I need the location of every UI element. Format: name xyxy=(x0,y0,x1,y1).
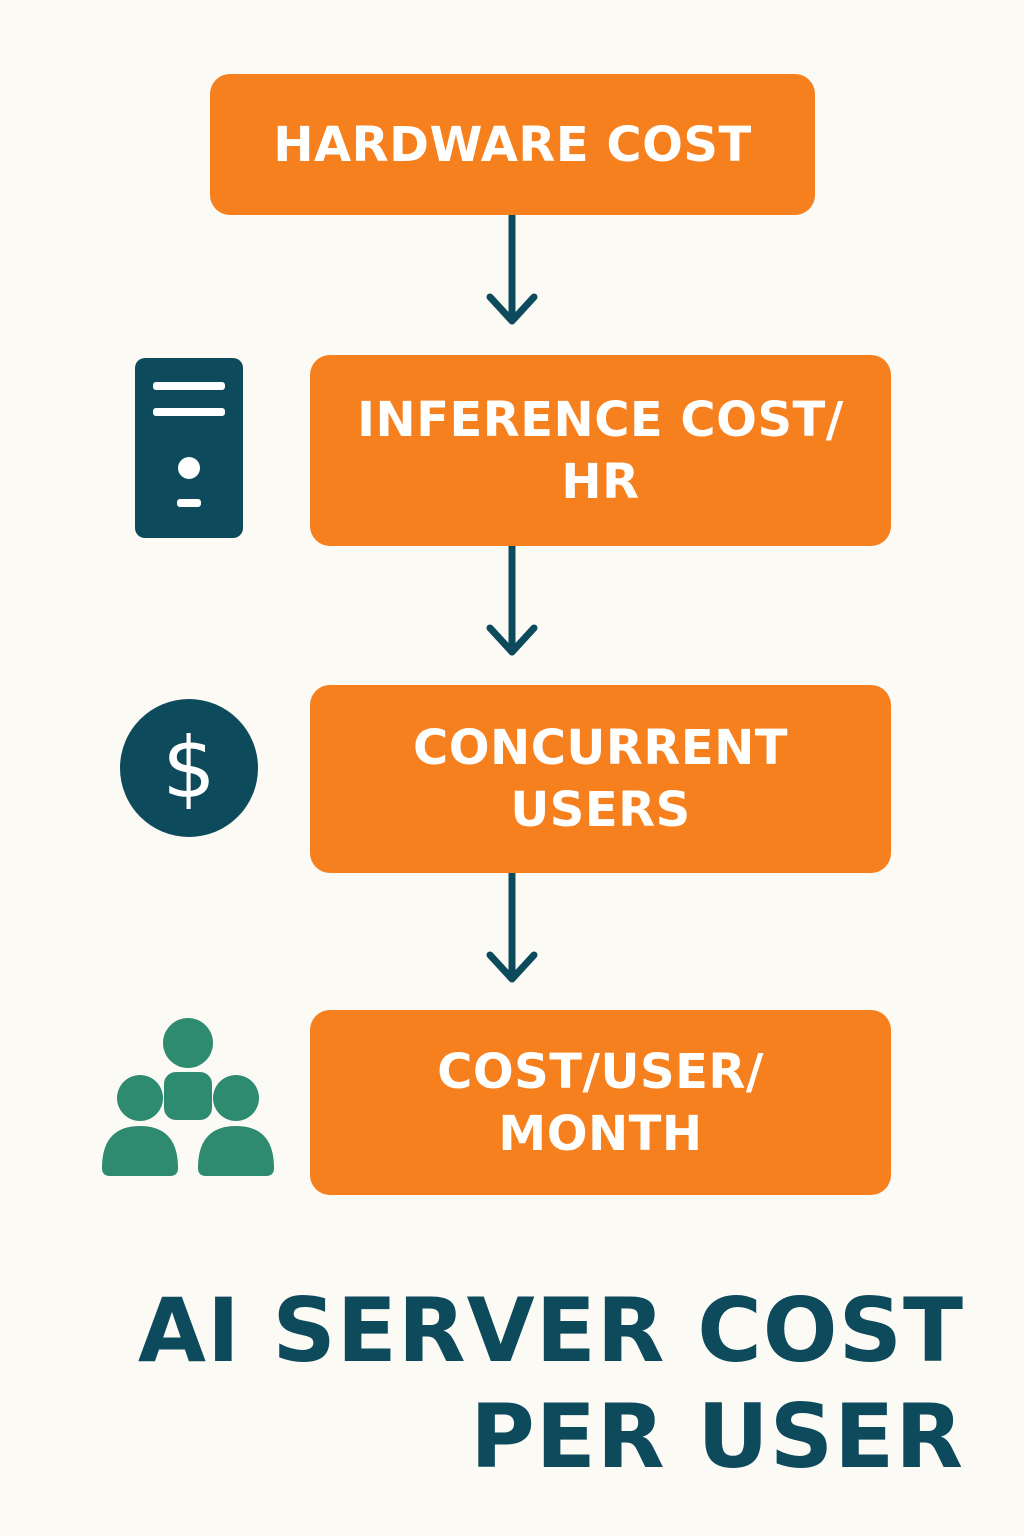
step-concurrent-users-label-line1: CONCURRENT xyxy=(412,720,789,776)
server-icon xyxy=(135,358,243,538)
step-concurrent-users: CONCURRENT USERS xyxy=(310,685,891,873)
step-hardware-cost-label: HARDWARE COST xyxy=(273,116,752,173)
dollar-icon: $ xyxy=(120,699,258,837)
page-title: AI SERVER COST PER USER xyxy=(138,1278,964,1490)
step-inference-cost: INFERENCE COST/ HR xyxy=(310,355,891,546)
page-title-line1: AI SERVER COST xyxy=(137,1279,964,1382)
step-cost-per-user-month: COST/USER/ MONTH xyxy=(310,1010,891,1195)
step-inference-cost-label-line1: INFERENCE COST/ xyxy=(357,391,844,448)
step-cost-per-user-month-label-line1: COST/USER/ xyxy=(437,1043,764,1100)
step-cost-per-user-month-label-line2: MONTH xyxy=(498,1105,703,1162)
flow-arrow-3 xyxy=(486,873,538,983)
dollar-symbol: $ xyxy=(162,719,215,817)
page-title-line2: PER USER xyxy=(470,1385,964,1488)
flow-arrow-1 xyxy=(486,215,538,325)
step-hardware-cost: HARDWARE COST xyxy=(210,74,815,215)
step-concurrent-users-label-line2: USERS xyxy=(510,782,691,838)
users-icon xyxy=(102,1018,274,1176)
flow-arrow-2 xyxy=(486,546,538,656)
step-inference-cost-label-line2: HR xyxy=(561,453,640,510)
